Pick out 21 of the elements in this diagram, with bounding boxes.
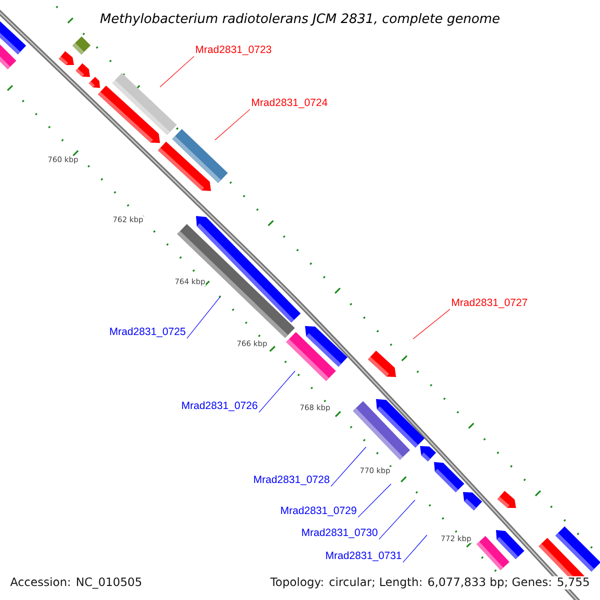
leader-line <box>186 296 220 339</box>
info-text: Accession: NC_010505 <box>9 576 144 590</box>
gene-label: Mrad2831_0729 <box>281 506 356 516</box>
gene-label: Mrad2831_0728 <box>254 475 330 486</box>
gene-label: Mrad2831_0726 <box>182 401 258 412</box>
info-text: Topology: circular; Length: 6,077,833 bp; Genes: 5,755 <box>269 576 591 590</box>
gene-label: Mrad2831_0727 <box>452 298 528 308</box>
gene-label: Mrad2831_0731 <box>326 551 402 562</box>
gene-label: Mrad2831_0723 <box>196 45 272 56</box>
gene-label: Mrad2831_0730 <box>302 528 378 538</box>
leader-line <box>402 534 428 563</box>
leader-line <box>358 484 392 518</box>
leader-line <box>258 370 296 413</box>
title: Methylobacterium radiotolerans JCM 2831, complete genome <box>100 13 500 26</box>
gene-label: Mrad2831_0724 <box>252 98 328 108</box>
gene-label: Mrad2831_0725 <box>110 327 186 338</box>
leader-line <box>160 56 194 88</box>
leader-line <box>214 109 250 140</box>
leader-line <box>330 446 366 487</box>
leader-line <box>412 309 450 340</box>
leader-line <box>378 500 416 540</box>
